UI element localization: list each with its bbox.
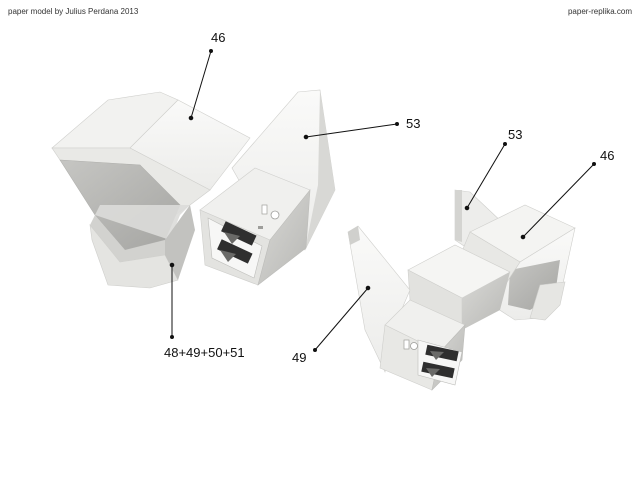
part-46-left (51, 91, 251, 289)
callout-49-right: 49 (292, 350, 307, 365)
callout-53-left: 53 (406, 116, 421, 131)
header-site: paper-replika.com (567, 7, 632, 16)
right-assembly (347, 189, 576, 391)
connector-block-right (407, 244, 511, 331)
leader-46-right (522, 163, 595, 238)
header-credit: paper model by Julius Perdana 2013 (8, 7, 139, 16)
callout-46-left: 46 (211, 30, 226, 45)
callout-53-right: 53 (508, 127, 523, 142)
leader-lines (169, 49, 596, 352)
gun-block-left (199, 167, 311, 286)
leader-53-left (305, 123, 398, 138)
leader-dot-46-left (188, 115, 194, 121)
leader-53-right (466, 143, 506, 209)
leader-46-left (190, 50, 212, 119)
part-49-right (347, 225, 411, 373)
gun-block-right (379, 299, 466, 391)
callout-46-right: 46 (600, 148, 615, 163)
callout-48-51: 48+49+50+51 (164, 345, 245, 360)
left-assembly (51, 89, 336, 289)
leader-49-right (314, 287, 369, 351)
